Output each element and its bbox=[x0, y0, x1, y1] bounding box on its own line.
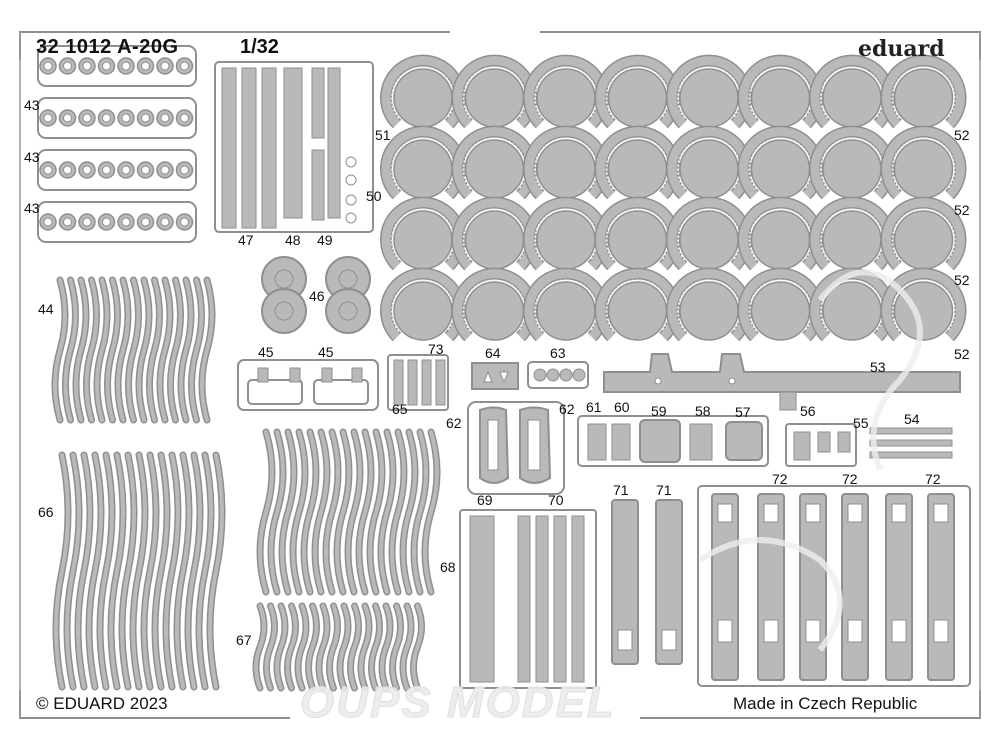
origin-text: Made in Czech Republic bbox=[733, 694, 918, 713]
fret-frame bbox=[19, 31, 981, 719]
part-54-56-pieces bbox=[785, 423, 953, 467]
part-label-69: 69 bbox=[477, 492, 493, 508]
part-label-47: 47 bbox=[238, 232, 254, 248]
part-label-63: 63 bbox=[550, 345, 566, 361]
part-label-43: 43 bbox=[24, 97, 40, 113]
part-71-72-plates bbox=[611, 485, 971, 687]
part-label-72: 72 bbox=[842, 471, 858, 487]
part-label-62: 62 bbox=[559, 401, 575, 417]
part-47-49-rails bbox=[214, 61, 374, 233]
part-label-43: 43 bbox=[24, 149, 40, 165]
part-label-67: 67 bbox=[236, 632, 252, 648]
part-label-50: 50 bbox=[366, 188, 382, 204]
part-label-56: 56 bbox=[800, 403, 816, 419]
part-62-buckles bbox=[467, 401, 565, 495]
part-label-51: 51 bbox=[375, 127, 391, 143]
part-label-52: 52 bbox=[954, 272, 970, 288]
part-label-48: 48 bbox=[285, 232, 301, 248]
kit-code-title: 32 1012 A-20G bbox=[36, 36, 179, 58]
part-67-straps bbox=[252, 602, 425, 692]
brand-logo-text: eduard bbox=[858, 36, 945, 62]
part-69-70-rails bbox=[459, 509, 597, 689]
part-label-45: 45 bbox=[258, 344, 274, 360]
part-label-44: 44 bbox=[38, 301, 54, 317]
part-68-straps bbox=[256, 428, 441, 596]
part-66-straps bbox=[52, 451, 226, 691]
part-label-72: 72 bbox=[925, 471, 941, 487]
part-44-straps bbox=[51, 276, 216, 424]
part-label-54: 54 bbox=[904, 411, 920, 427]
part-label-68: 68 bbox=[440, 559, 456, 575]
part-label-59: 59 bbox=[651, 403, 667, 419]
part-label-45: 45 bbox=[318, 344, 334, 360]
part-label-55: 55 bbox=[853, 415, 869, 431]
part-53-strip bbox=[603, 353, 961, 411]
watermark-text: OUPS MODEL bbox=[300, 678, 616, 728]
part-label-71: 71 bbox=[613, 482, 629, 498]
part-label-70: 70 bbox=[548, 492, 564, 508]
part-label-61: 61 bbox=[586, 399, 602, 415]
kit-scale: 1/32 bbox=[240, 36, 279, 58]
part-label-46: 46 bbox=[309, 288, 325, 304]
part-label-72: 72 bbox=[772, 471, 788, 487]
part-label-62: 62 bbox=[446, 415, 462, 431]
part-label-58: 58 bbox=[695, 403, 711, 419]
part-label-53: 53 bbox=[870, 359, 886, 375]
part-57-61-panels bbox=[577, 415, 769, 467]
part-46-discs bbox=[261, 256, 371, 334]
part-label-49: 49 bbox=[317, 232, 333, 248]
part-65-73-strips bbox=[387, 354, 449, 411]
part-label-43: 43 bbox=[24, 200, 40, 216]
copyright-text: © EDUARD 2023 bbox=[36, 694, 168, 713]
part-label-52: 52 bbox=[954, 202, 970, 218]
part-label-73: 73 bbox=[428, 341, 444, 357]
part-label-57: 57 bbox=[735, 404, 751, 420]
part-label-71: 71 bbox=[656, 482, 672, 498]
part-label-52: 52 bbox=[954, 127, 970, 143]
part-label-60: 60 bbox=[614, 399, 630, 415]
watermark-emblem bbox=[698, 269, 923, 652]
part-64-bracket bbox=[471, 362, 519, 390]
part-label-66: 66 bbox=[38, 504, 54, 520]
part-label-64: 64 bbox=[485, 345, 501, 361]
part-label-65: 65 bbox=[392, 401, 408, 417]
part-43-strips bbox=[37, 45, 197, 243]
part-label-52: 52 bbox=[954, 346, 970, 362]
part-52-bezels bbox=[380, 54, 967, 342]
part-63-pieces bbox=[527, 361, 589, 389]
part-45-plates bbox=[237, 359, 379, 411]
